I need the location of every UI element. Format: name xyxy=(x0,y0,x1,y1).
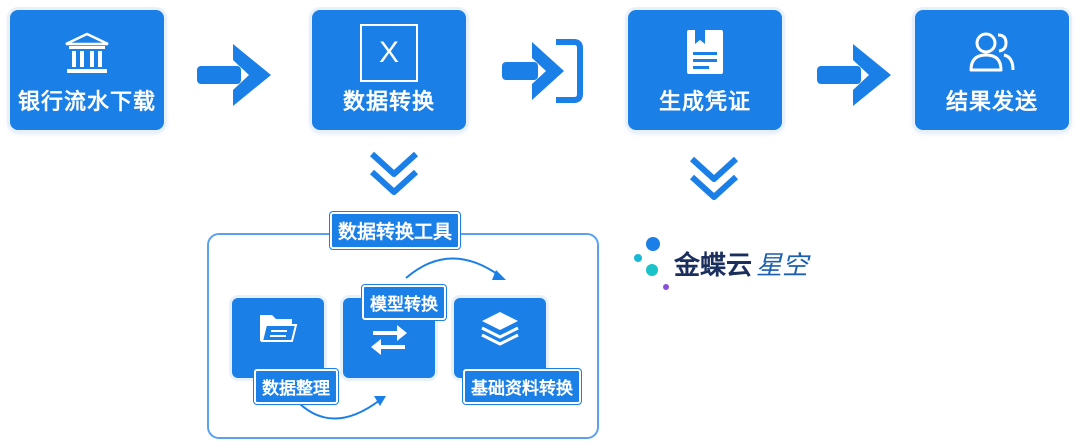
base-data-convert-box xyxy=(454,298,546,378)
arrow-right-icon xyxy=(815,40,893,114)
double-chevron-down-icon xyxy=(688,155,740,209)
folder-icon xyxy=(258,311,298,349)
base-data-convert-label: 基础资料转换 xyxy=(463,369,581,404)
brand-name-bold: 金蝶云 xyxy=(674,251,753,281)
curved-arrow-top-icon xyxy=(405,257,506,280)
excel-icon: X xyxy=(360,24,418,82)
double-chevron-down-icon xyxy=(368,150,420,204)
step-bank-statement-download: 银行流水下载 xyxy=(10,10,164,130)
swap-arrows-icon xyxy=(369,324,409,360)
arrow-right-icon xyxy=(195,40,273,114)
step-label: 银行流水下载 xyxy=(17,90,156,115)
bank-icon xyxy=(64,32,110,80)
model-convert-label: 模型转换 xyxy=(362,285,446,320)
step-label: 结果发送 xyxy=(945,90,1038,115)
brand-name-light: 星空 xyxy=(756,251,809,281)
step-data-conversion: X 数据转换 xyxy=(312,10,466,130)
step-generate-voucher: 生成凭证 xyxy=(628,10,782,130)
step-label: 生成凭证 xyxy=(658,90,751,115)
brand-name: 金蝶云星空 xyxy=(674,245,808,282)
data-sort-label: 数据整理 xyxy=(254,369,338,404)
excel-letter: X xyxy=(360,24,418,82)
data-sort-box xyxy=(232,298,324,378)
layers-icon xyxy=(480,310,520,350)
document-icon xyxy=(685,28,725,80)
step-label: 数据转换 xyxy=(342,90,435,115)
login-arrow-icon xyxy=(500,36,584,110)
tool-title: 数据转换工具 xyxy=(330,212,461,249)
step-send-result: 结果发送 xyxy=(915,10,1069,130)
users-icon xyxy=(968,30,1016,76)
kingdee-logo xyxy=(632,236,672,296)
curved-arrow-bottom-icon xyxy=(293,396,386,420)
